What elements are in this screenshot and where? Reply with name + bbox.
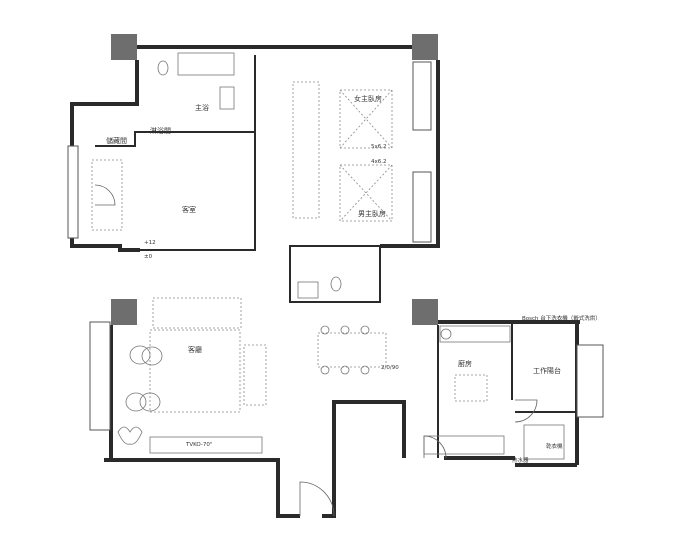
interior-walls <box>95 55 577 458</box>
annotation-bed-size-2: 4x6.2 <box>371 159 387 165</box>
annotation-tv-cabinet: TVKO-70" <box>186 442 213 448</box>
dining-chair-4 <box>320 365 330 375</box>
kitchen-island <box>454 374 488 402</box>
room-label-living-room: 客廳 <box>188 346 202 354</box>
balcony-door-swing <box>514 399 538 423</box>
bed-female-cross-b <box>339 89 393 149</box>
washer-dryer-unit <box>523 424 565 460</box>
vanity-master-bath <box>219 86 235 110</box>
room-label-shower-room: 淋浴間 <box>150 127 171 135</box>
fixtures <box>117 52 565 460</box>
kitchen-counter-north <box>439 325 511 343</box>
kitchen-door-swing <box>423 435 447 459</box>
armchair-3 <box>125 392 147 412</box>
windows <box>67 61 604 431</box>
room-label-storage: 儲藏間 <box>106 137 127 145</box>
toilet-master-bath <box>157 60 169 76</box>
dining-chair-1 <box>320 325 330 335</box>
guest-room-door-swing <box>94 184 116 206</box>
bed-female-cross-a <box>339 89 393 149</box>
armchair-1 <box>129 345 151 365</box>
bath-guest-divider <box>95 131 255 147</box>
annotation-level-plus: +12 <box>144 240 156 246</box>
window-bedroom-east-upper <box>412 61 432 131</box>
bed-male-cross-a <box>339 164 393 222</box>
doors <box>94 184 538 517</box>
dining-chair-5 <box>340 365 350 375</box>
wardrobe-corridor <box>292 81 320 219</box>
window-bedroom-east-lower <box>412 171 432 243</box>
annotation-bed-size-1: 5x6.2 <box>371 144 387 150</box>
tv-cabinet <box>149 436 263 454</box>
guest-room-east-wall <box>140 55 256 251</box>
window-living-west <box>89 321 111 431</box>
bed-male <box>339 164 393 222</box>
room-label-male-master-bedroom: 男主臥房 <box>358 210 386 218</box>
column-mid-left <box>111 299 137 325</box>
coffee-table-area <box>149 329 241 413</box>
armchair-2 <box>141 346 163 366</box>
side-cabinet <box>243 344 267 406</box>
room-label-master-bath: 主浴 <box>195 104 209 112</box>
room-label-kitchen: 廚房 <box>458 360 472 368</box>
sink-kitchen <box>440 328 452 340</box>
entry-door-swing <box>299 481 335 517</box>
dining-chair-2 <box>340 325 350 335</box>
annotation-appliance-note: Bosch 台下洗衣機（嵌式洗烘） <box>522 316 601 322</box>
exterior-wall-east <box>380 60 440 248</box>
kitchen-counter-south <box>423 435 505 455</box>
bathtub <box>177 52 235 76</box>
vanity-guest-bath <box>297 281 319 299</box>
sofa <box>152 297 242 329</box>
plant <box>117 426 143 445</box>
dining-table <box>317 332 387 368</box>
room-label-female-master-bedroom: 女主臥房 <box>354 95 382 103</box>
dining-chair-6 <box>360 365 370 375</box>
structural-columns <box>111 34 438 325</box>
room-label-work-balcony: 工作陽台 <box>533 367 561 375</box>
bed-female <box>339 89 393 149</box>
label-water-heater: 熱水器 <box>512 458 529 464</box>
exterior-wall-west-lower <box>70 238 140 252</box>
column-top-right <box>412 34 438 60</box>
toilet-guest-bath <box>330 276 342 292</box>
furniture <box>91 81 488 413</box>
column-top-left <box>111 34 137 60</box>
window-storage-west <box>67 145 79 239</box>
column-mid-right <box>412 299 438 325</box>
annotation-counter-height: 2/0/90 <box>381 365 399 371</box>
label-dryer: 乾衣機 <box>546 444 563 450</box>
storage-shelf <box>91 159 123 231</box>
dining-chair-3 <box>360 325 370 335</box>
armchair-4 <box>139 392 161 412</box>
exterior-wall-south-left <box>104 458 300 518</box>
annotation-level-zero: ±0 <box>144 254 153 260</box>
bed-male-cross-b <box>339 164 393 222</box>
exterior-wall-northwest <box>70 60 139 146</box>
bedroom-south-wall <box>289 245 381 303</box>
exterior-wall-south-right <box>322 400 406 518</box>
window-balcony-east <box>576 344 604 418</box>
room-label-guest-room: 客室 <box>182 206 196 214</box>
